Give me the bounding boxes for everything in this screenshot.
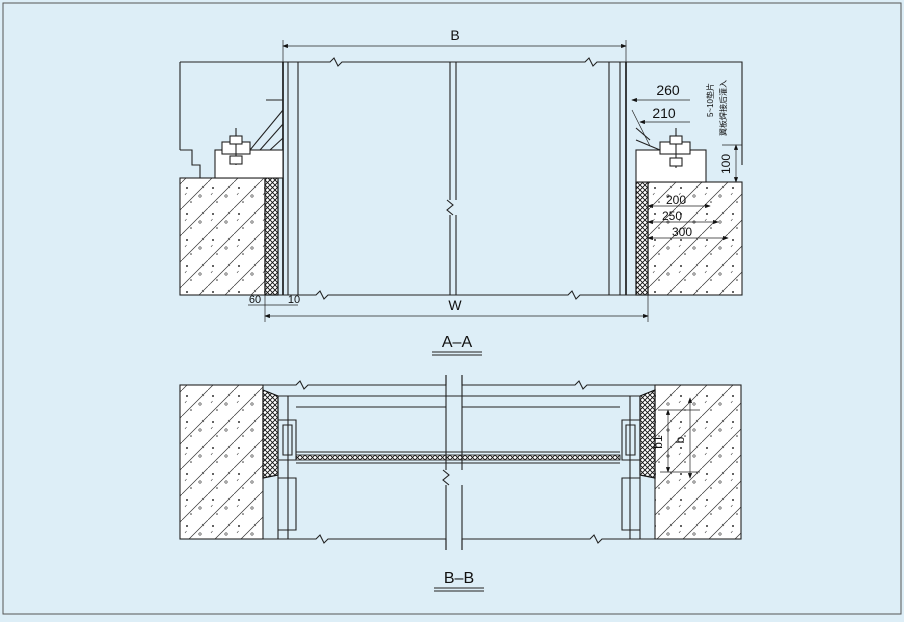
bottom-outline [278,290,648,300]
right-filler-bb [639,389,656,479]
section-aa: B W 60 10 260 210 100 5~10垫片 翼板焊接后灌入 200… [179,27,743,356]
section-bb: b1 b B–B [179,375,742,592]
dim-60-label: 60 [249,294,261,306]
note-grout: 翼板焊接后灌入 [718,80,728,136]
right-bracket [635,127,707,183]
left-filler-bb [262,389,279,479]
left-profile [277,396,297,539]
dim-b-bb-label: b [673,436,687,443]
left-step [180,149,201,178]
dim-210-label: 210 [652,105,676,121]
top-outline [180,57,743,165]
dim-260-label: 260 [656,82,680,98]
left-bracket [214,99,284,179]
right-concrete [647,181,743,296]
center-seal [295,454,621,461]
dim-w-label: W [448,297,462,313]
dim-300-label: 300 [672,225,692,239]
section-aa-title: A–A [442,334,473,351]
dim-250-label: 250 [662,209,682,223]
dim-b-label: B [450,27,459,43]
right-filler [635,181,649,296]
right-profile [621,396,641,539]
note-gap: 5~10垫片 [705,83,715,117]
left-concrete-bb [179,384,264,540]
dim-200-label: 200 [666,193,686,207]
left-filler [264,177,279,296]
section-bb-title: B–B [444,570,474,587]
dim-10-label: 10 [288,294,300,306]
left-concrete [179,177,266,296]
dim-b1-label: b1 [651,435,665,449]
dim-100-label: 100 [719,154,733,174]
